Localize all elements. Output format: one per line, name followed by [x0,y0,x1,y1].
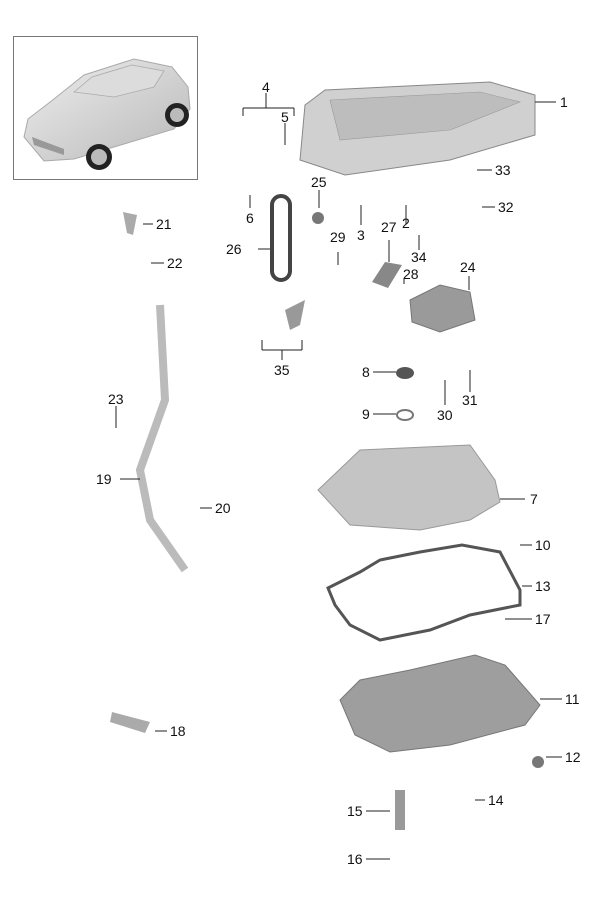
chain [270,194,292,282]
callout-24: 24 [460,259,476,275]
suction-pipe [372,262,402,288]
callout-3: 3 [357,227,365,243]
vehicle-thumbnail [13,36,198,180]
callout-20: 20 [215,500,231,516]
callout-26: 26 [226,241,242,257]
callout-30: 30 [437,407,453,423]
callout-18: 18 [170,723,186,739]
callout-17: 17 [535,611,551,627]
callout-23: 23 [108,391,124,407]
callout-16: 16 [347,851,363,867]
callout-25: 25 [311,174,327,190]
callout-33: 33 [495,162,511,178]
callout-27: 27 [381,219,397,235]
seal [396,367,414,379]
chain-tensioner [285,300,305,330]
callout-8: 8 [362,364,370,380]
callout-7: 7 [530,491,538,507]
dipstick-tube [135,304,189,573]
callout-22: 22 [167,255,183,271]
callout-5: 5 [281,109,289,125]
callout-19: 19 [96,471,112,487]
callout-31: 31 [462,392,478,408]
drain-plug [532,756,544,768]
gasket [326,543,522,642]
callout-13: 13 [535,578,551,594]
suv-icon [23,58,191,170]
o-ring [396,409,414,421]
callout-2: 2 [402,215,410,231]
callout-10: 10 [535,537,551,553]
lower-oil-pan [339,654,541,753]
cap [123,212,137,235]
callout-34: 34 [411,249,427,265]
callout-15: 15 [347,803,363,819]
callout-12: 12 [565,749,581,765]
sleeve [110,712,150,733]
sprocket [312,212,324,224]
callout-35: 35 [274,362,290,378]
oil-pump [409,284,476,333]
callout-6: 6 [246,210,254,226]
callout-21: 21 [156,216,172,232]
callout-1: 1 [560,94,568,110]
callout-29: 29 [330,229,346,245]
baffle-plate [317,444,501,531]
oil-level-sensor [395,790,405,830]
callout-14: 14 [488,792,504,808]
callout-9: 9 [362,406,370,422]
callout-11: 11 [565,691,580,707]
callout-28: 28 [403,266,419,282]
callout-32: 32 [498,199,514,215]
callout-4: 4 [262,79,270,95]
